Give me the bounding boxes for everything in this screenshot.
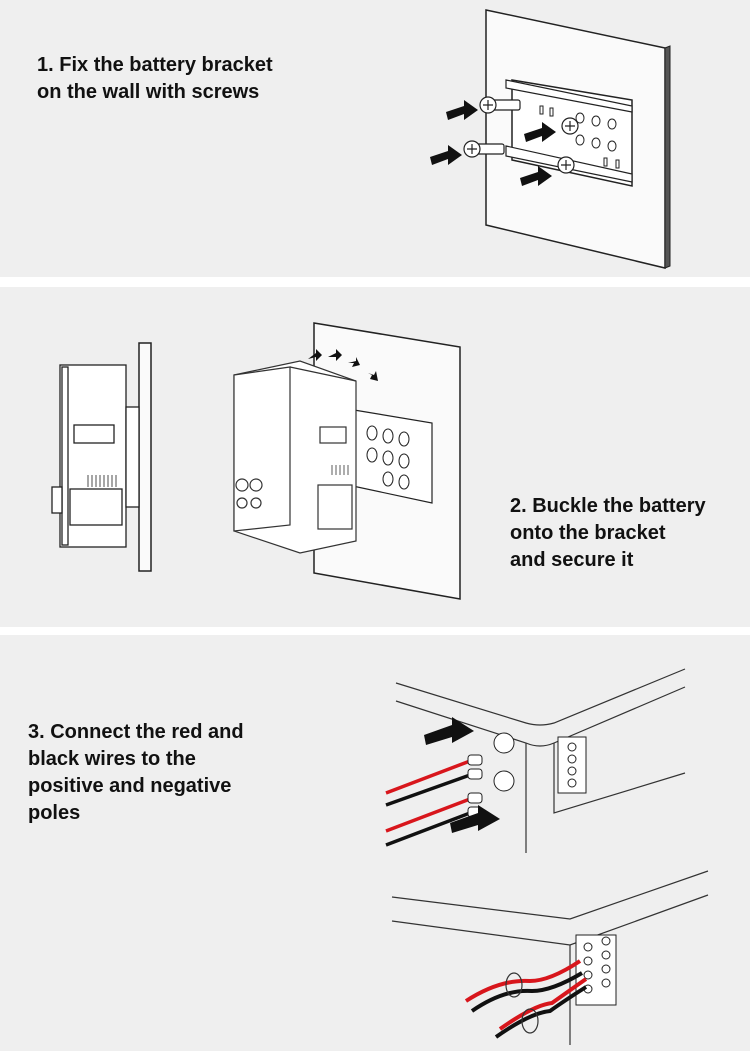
step-2-panel: 2. Buckle the battery onto the bracket a… bbox=[0, 287, 750, 627]
battery-icon bbox=[391, 870, 709, 1045]
wire-icon bbox=[385, 759, 471, 847]
arrow-icon bbox=[424, 717, 500, 833]
battery-side-view bbox=[51, 342, 152, 572]
bracket-icon bbox=[347, 408, 433, 504]
battery-mounting-illustration bbox=[233, 322, 461, 600]
wire-icon bbox=[464, 959, 588, 1039]
arrow-icon bbox=[430, 100, 556, 186]
terminal-block-icon bbox=[557, 736, 587, 794]
wiring-view-top bbox=[385, 668, 686, 853]
arrow-icon bbox=[308, 349, 378, 381]
screw-icon bbox=[463, 96, 579, 174]
step-3-panel: 3. Connect the red and black wires to th… bbox=[0, 635, 750, 1051]
step-1-panel: 1. Fix the battery bracket on the wall w… bbox=[0, 0, 750, 277]
battery-icon bbox=[51, 364, 140, 548]
battery-icon bbox=[233, 360, 357, 554]
step-1-instruction: 1. Fix the battery bracket on the wall w… bbox=[37, 54, 273, 103]
wiring-view-bottom bbox=[391, 870, 709, 1045]
terminal-block-icon bbox=[575, 934, 617, 1006]
step-2-instruction: 2. Buckle the battery onto the bracket a… bbox=[510, 495, 706, 571]
wall-panel-icon bbox=[138, 342, 152, 572]
battery-icon bbox=[395, 668, 686, 853]
bracket-mounting-illustration bbox=[430, 9, 671, 269]
step-3-instruction: 3. Connect the red and black wires to th… bbox=[28, 721, 244, 824]
